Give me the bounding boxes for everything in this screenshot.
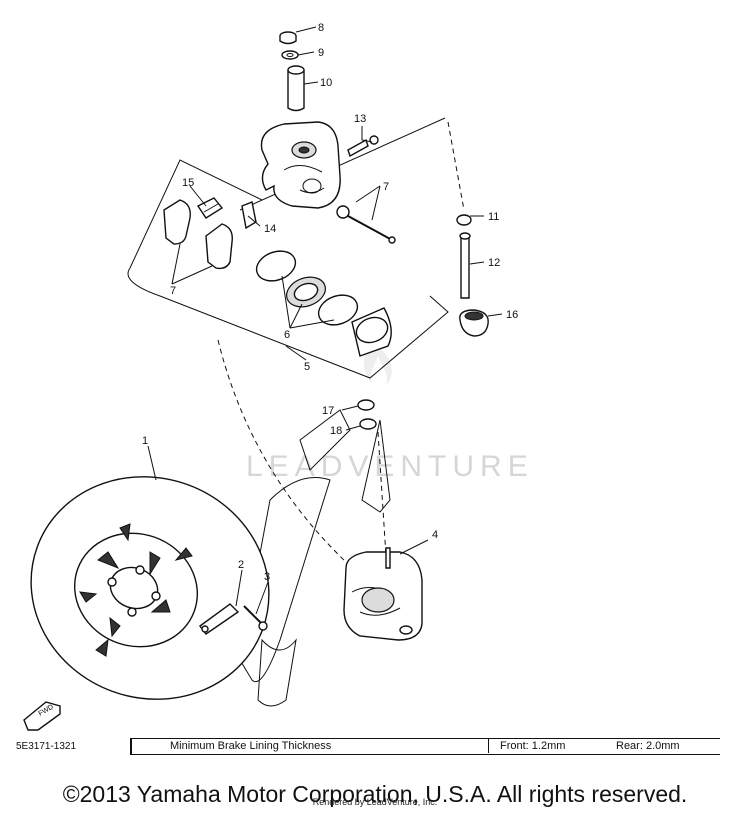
part-3-bolt (243, 605, 268, 631)
callout-3: 3 (264, 571, 270, 583)
spec-label: Minimum Brake Lining Thickness (170, 740, 332, 752)
part-14-shim (241, 201, 257, 230)
callout-8: 8 (318, 22, 324, 34)
part-17-washer (357, 399, 375, 411)
callout-2: 2 (238, 559, 244, 571)
diagram-reference-code: 5E3171-1321 (16, 741, 77, 752)
callout-7-bolts: 7 (383, 181, 389, 193)
rendered-by-credit: Rendered by LeadVenture, Inc. (312, 797, 438, 807)
callout-13: 13 (354, 113, 366, 125)
callout-17: 17 (322, 405, 334, 417)
callout-11: 11 (488, 211, 499, 223)
callout-18: 18 (330, 425, 342, 437)
part-4-caliper-assembly (343, 547, 423, 641)
callout-12: 12 (488, 257, 500, 269)
assembly-outline (127, 117, 449, 379)
part-9-washer (281, 50, 299, 60)
callout-5: 5 (304, 361, 310, 373)
spec-divider (488, 739, 489, 753)
part-11-nut (456, 214, 472, 226)
disc-slots (79, 523, 193, 657)
fork-leg (239, 409, 391, 707)
part-7-bolt (336, 205, 396, 244)
callout-7-pads: 7 (170, 285, 176, 297)
callout-1: 1 (142, 435, 148, 447)
part-12-bolt (459, 232, 471, 299)
callout-numbers: 8 9 10 13 7 15 14 7 11 12 16 6 5 17 18 1… (142, 22, 518, 583)
callout-10: 10 (320, 77, 332, 89)
assembly-guide-lines (217, 121, 465, 563)
callout-14: 14 (264, 223, 276, 235)
part-18-washer (359, 418, 377, 430)
part-5-piston (351, 307, 392, 357)
spec-rear-value: Rear: 2.0mm (616, 740, 680, 752)
disc-bolt-holes (107, 565, 161, 617)
spec-front-value: Front: 1.2mm (500, 740, 566, 752)
part-7-brake-pads (163, 199, 233, 270)
fwd-arrow-icon: FWD (23, 701, 61, 731)
part-2-lock-plate (199, 603, 240, 635)
caliper-bracket (260, 121, 341, 209)
callout-15: 15 (182, 177, 194, 189)
part-16-boot (459, 309, 489, 337)
part-6-seals (255, 250, 359, 326)
callout-4: 4 (432, 529, 438, 541)
watermark: LEADVENTURE (246, 342, 534, 483)
part-1-brake-disc (30, 476, 270, 700)
callout-6: 6 (284, 329, 290, 341)
leader-lines (147, 26, 503, 615)
callout-16: 16 (506, 309, 518, 321)
part-10-bushing (287, 65, 305, 112)
spec-table: Minimum Brake Lining Thickness Front: 1.… (130, 738, 720, 755)
part-8-cap (279, 31, 297, 45)
watermark-flame-icon (363, 342, 392, 386)
callout-9: 9 (318, 47, 324, 59)
copyright-notice: ©2013 Yamaha Motor Corporation, U.S.A. A… (62, 781, 688, 807)
watermark-text: LEADVENTURE (246, 450, 534, 483)
part-13-bleed-screw (347, 135, 379, 158)
